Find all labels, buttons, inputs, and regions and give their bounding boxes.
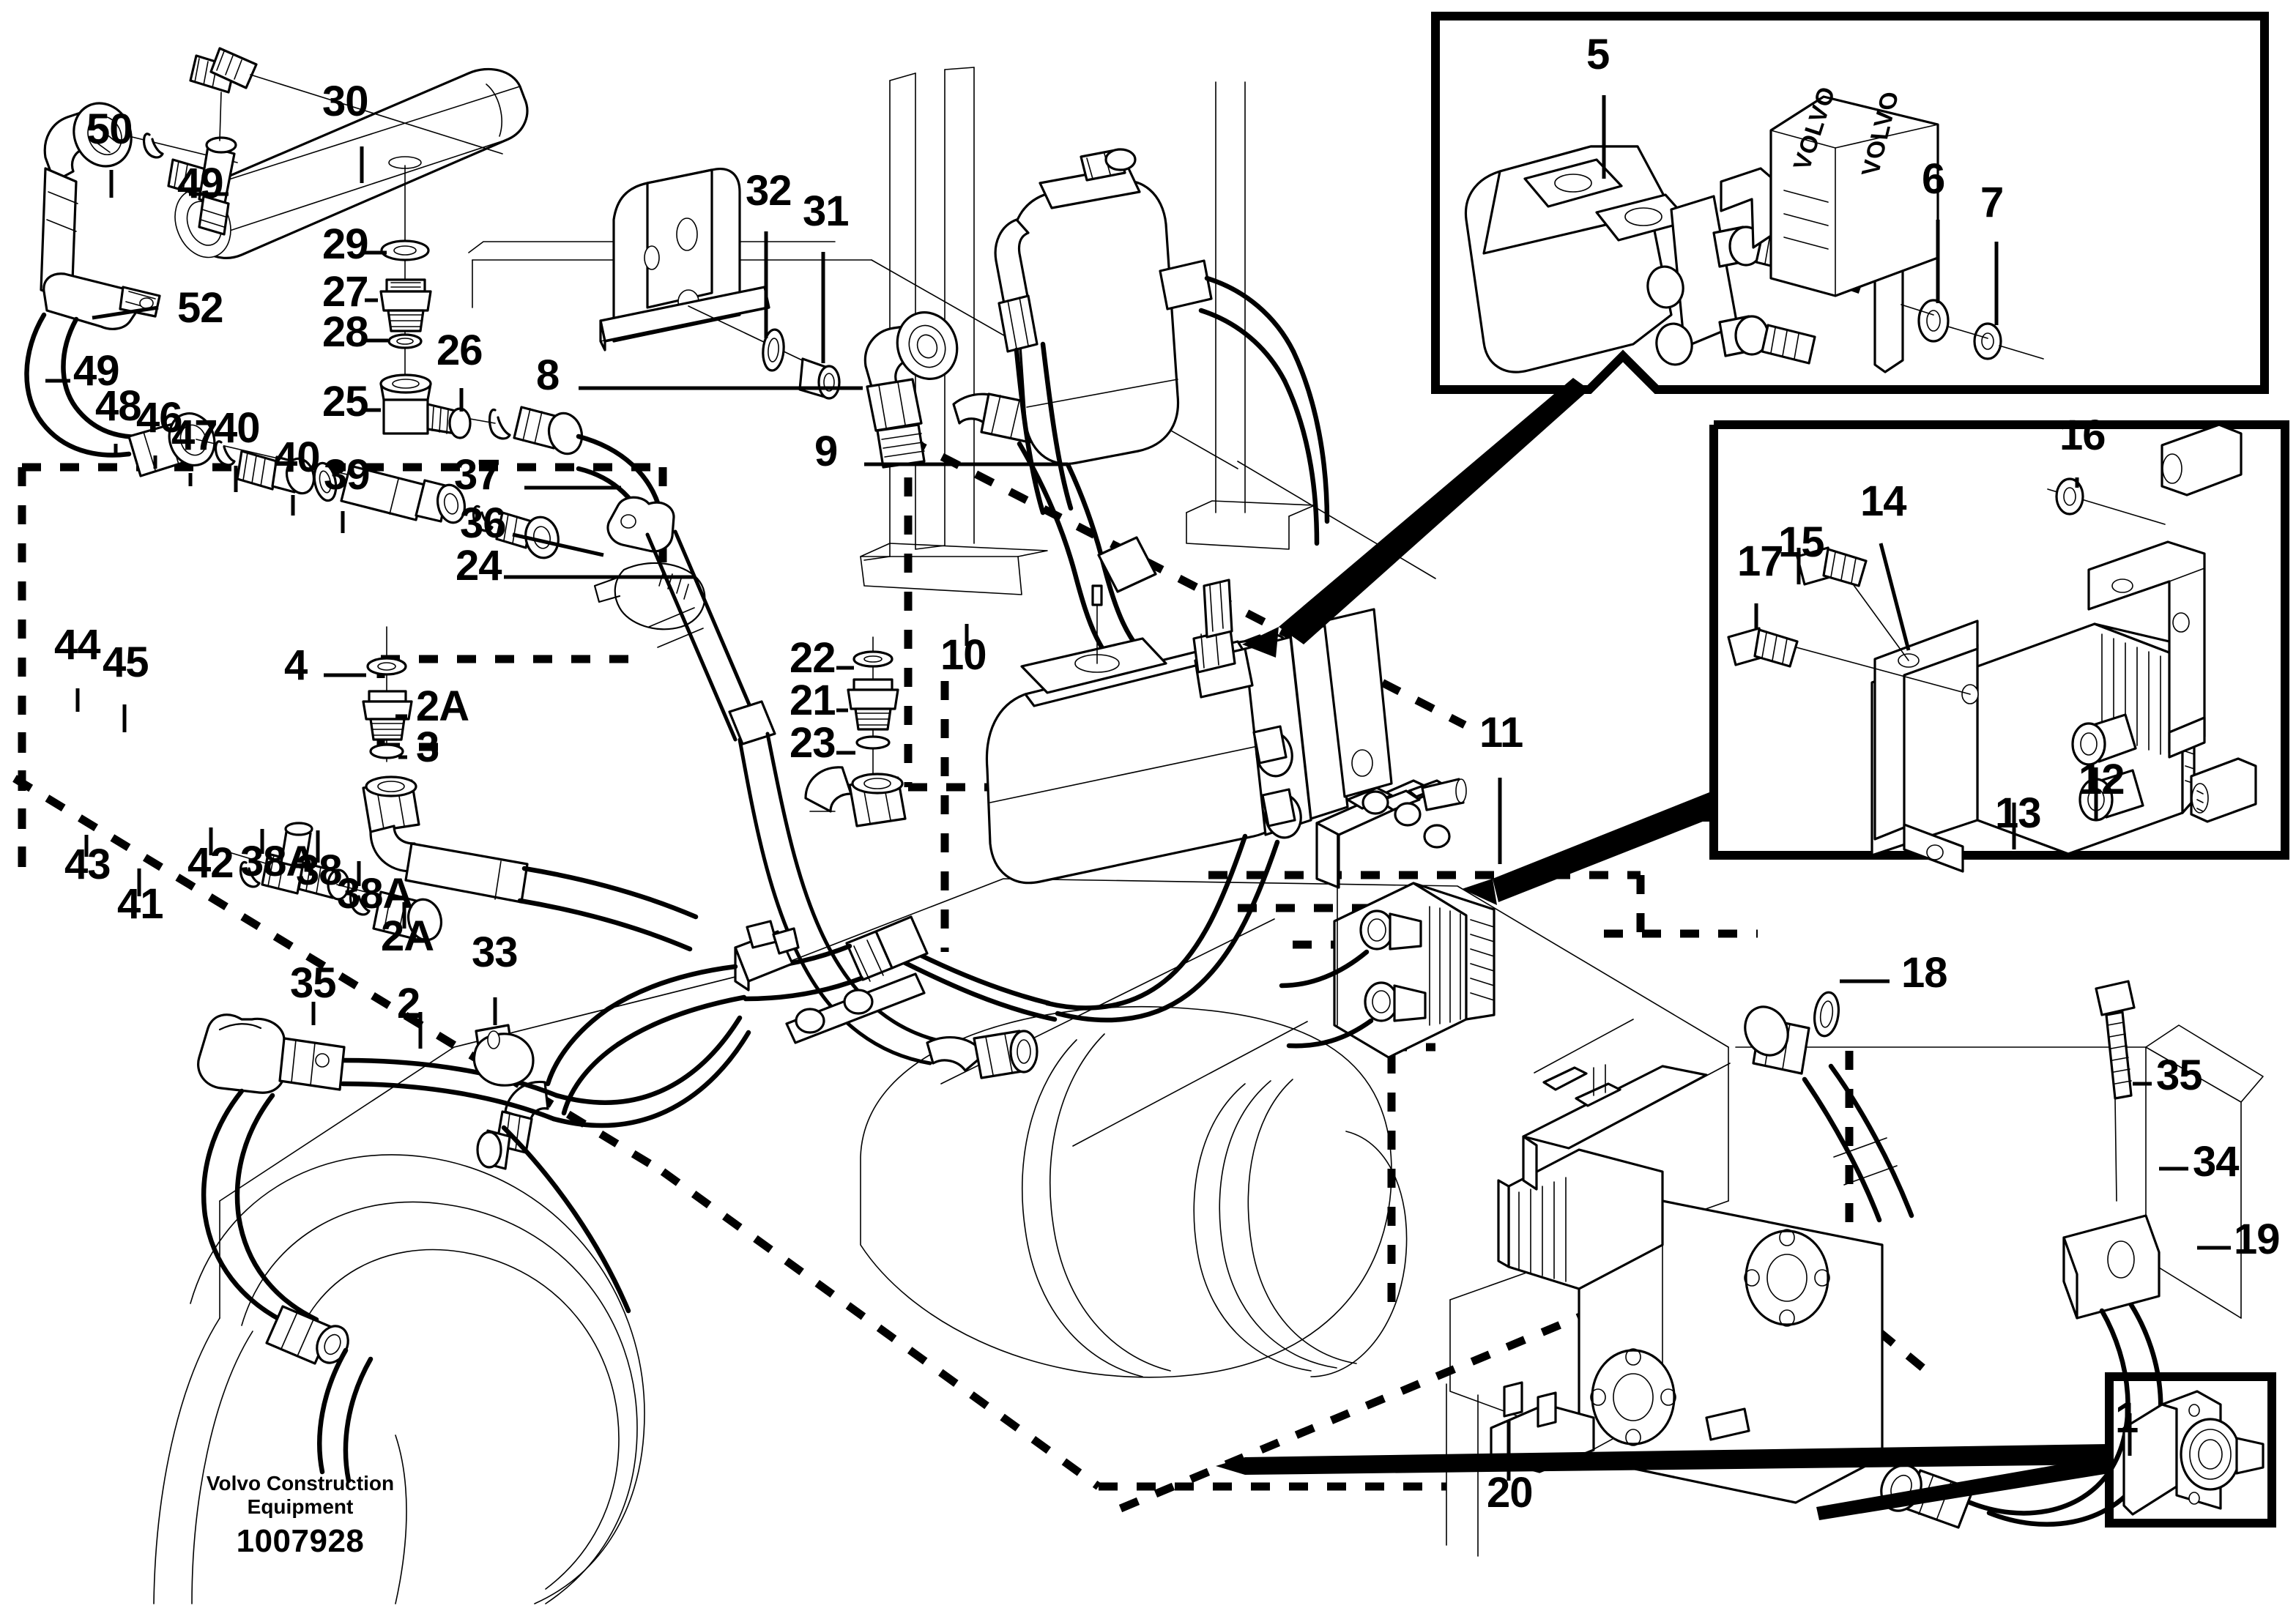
fitting-column-30-28-29-26-27 [379, 165, 584, 455]
callout-39: 38 [296, 847, 343, 894]
callout-19: 18 [1901, 949, 1948, 997]
bracket-33-32 [599, 168, 841, 400]
callout-34: 33 [472, 929, 519, 976]
callout-4: 3 [416, 723, 439, 771]
callout-24: 23 [790, 719, 836, 767]
brand-name-line-2: Equipment [247, 1495, 354, 1519]
callout-11: 10 [940, 631, 987, 679]
callout-3: 2A [416, 682, 469, 730]
callout-38: 36 [460, 499, 507, 547]
callout-54: 50 [86, 105, 133, 153]
drawing-number: 1007928 [236, 1523, 365, 1560]
pipe-25-assembly [576, 434, 1039, 1079]
callout-16: 15 [1778, 518, 1825, 566]
callout-5: 4 [284, 641, 308, 689]
callout-45: 42 [187, 839, 234, 887]
callout-41: 39 [324, 451, 371, 499]
inset-oil-cooler-box [1681, 420, 2289, 873]
callout-26: 25 [322, 378, 369, 425]
callout-30: 29 [322, 220, 369, 268]
callout-10: 9 [814, 428, 838, 475]
callout-2: 2 [397, 980, 420, 1027]
callout-40-lower: 38A [337, 870, 413, 918]
callout-51: 48 [95, 382, 142, 430]
callout-1: 1 [2115, 1394, 2139, 1442]
callout-2a: 2A [381, 912, 434, 960]
callout-48: 45 [103, 639, 149, 686]
callout-28: 27 [322, 268, 369, 316]
callout-8: 7 [1980, 179, 2004, 226]
callout-35: 34 [2193, 1138, 2240, 1186]
callout-44: 41 [117, 880, 164, 928]
callout-21: 20 [1487, 1469, 1534, 1517]
center-valve-block [985, 578, 1393, 885]
callout-18: 17 [1737, 537, 1784, 585]
callout-47: 44 [54, 621, 101, 669]
callout-53: 49 [177, 160, 224, 207]
callout-20: 19 [2234, 1216, 2281, 1263]
callout-32: 31 [803, 187, 850, 235]
volvo-parts-package [1769, 95, 1939, 297]
callout-12: 11 [1479, 709, 1523, 756]
top-left-fittings [24, 47, 560, 559]
hose-2-assembly [197, 626, 751, 1484]
callout-22: 21 [790, 677, 836, 724]
callout-40-upper: 38A [240, 838, 316, 885]
inset-sensor-box [2105, 1372, 2276, 1528]
callout-50: 47 [171, 412, 218, 459]
callout-46: 43 [64, 841, 111, 888]
callout-29: 28 [322, 308, 369, 356]
callout-23: 22 [790, 634, 836, 682]
center-hose-routing [476, 833, 1280, 1170]
callout-6: 5 [1586, 31, 1610, 78]
callout-52: 49 [73, 347, 120, 395]
machine-body-outline [153, 67, 2264, 1604]
callout-38a: 37 [454, 451, 501, 499]
oil-cooler-12 [1279, 778, 1496, 1059]
callout-9: 8 [536, 351, 560, 399]
callout-36: 35 [2156, 1052, 2203, 1099]
callout-42: 40 [274, 434, 321, 481]
brand-name-line-1: Volvo Construction [206, 1472, 395, 1495]
callout-14: 13 [1995, 789, 2042, 837]
callout-13: 12 [2078, 756, 2125, 803]
callout-31: 30 [322, 78, 369, 125]
callout-7: 6 [1922, 155, 1945, 203]
callout-25: 24 [456, 542, 502, 589]
callout-43: 40 [214, 404, 261, 452]
footer-block: Volvo Construction Equipment 1007928 [168, 1472, 432, 1560]
callout-17: 16 [2059, 412, 2106, 459]
callout-leaders [45, 95, 2231, 1481]
callout-37: 35 [290, 959, 337, 1007]
callout-49: 46 [136, 394, 183, 442]
right-lower-cooler [1490, 980, 2163, 1529]
callout-15: 14 [1860, 477, 1907, 525]
filter-assembly [994, 148, 1330, 546]
callout-55: 52 [177, 284, 224, 332]
inset-solenoid-box [1431, 12, 2269, 394]
callout-33: 32 [746, 167, 792, 215]
callout-27: 26 [436, 327, 483, 374]
inset-pointer-arrows [1216, 378, 2109, 1520]
fitting-stack-22-23-24 [804, 636, 907, 827]
